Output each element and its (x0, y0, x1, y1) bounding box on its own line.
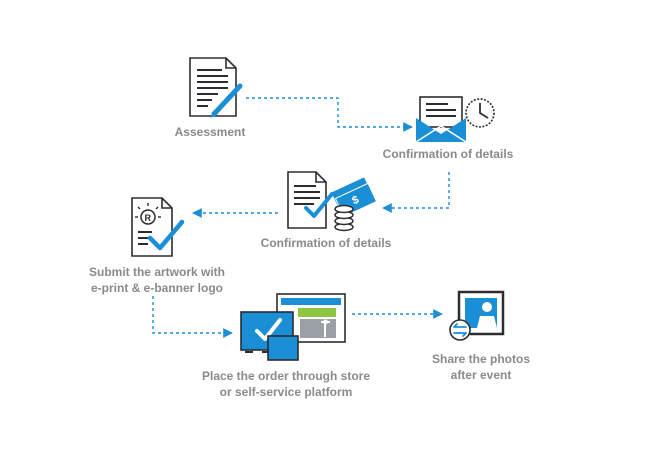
document-pen-icon (189, 57, 243, 118)
document-money-icon: $ (287, 171, 378, 232)
arrow-assessment-to-confirmation (246, 97, 413, 132)
svg-text:R: R (145, 213, 152, 223)
photo-share-icon (449, 290, 505, 341)
registered-document-check-icon: R (131, 197, 185, 257)
label-confirmation-2: Confirmation of details (260, 236, 392, 250)
label-place-order: Place the order through store or self-se… (201, 369, 371, 399)
label-share-photos: Share the photos after event (431, 352, 530, 382)
arrow-submit-to-order (152, 296, 233, 338)
svg-text:$: $ (350, 194, 361, 207)
label-submit-artwork: Submit the artwork with e-print & e-bann… (88, 265, 225, 295)
connector-arrows (152, 97, 450, 338)
screens-check-icon (240, 293, 346, 361)
arrow-confirmation-to-confirmation (382, 172, 450, 213)
label-confirmation-1: Confirmation of details (382, 147, 514, 161)
label-assessment: Assessment (174, 125, 246, 139)
envelope-clock-icon (415, 96, 495, 143)
